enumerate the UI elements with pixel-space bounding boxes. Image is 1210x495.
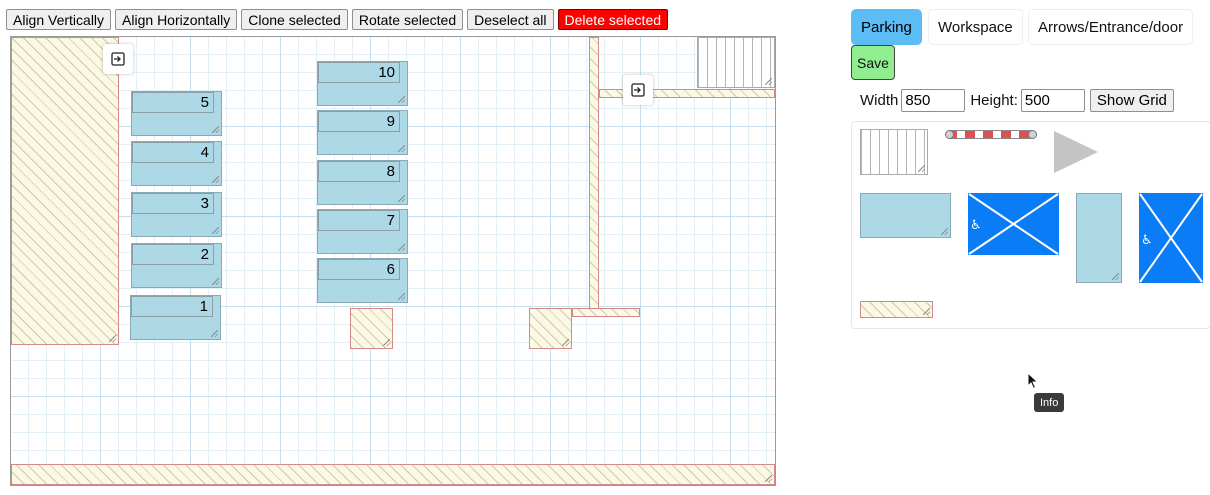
spot-number: 3 <box>132 193 214 214</box>
resize-handle[interactable] <box>765 78 772 85</box>
layout-canvas[interactable]: 5 4 3 2 1 10 9 8 7 6 <box>10 36 776 486</box>
parking-spot[interactable]: 9 <box>317 110 408 155</box>
save-button[interactable]: Save <box>851 45 895 80</box>
entrance-icon[interactable] <box>103 44 133 74</box>
resize-handle <box>941 228 948 235</box>
tab-arrows-entrance-door[interactable]: Arrows/Entrance/door <box>1028 9 1194 45</box>
palette-parking-spot-horizontal[interactable] <box>860 193 951 238</box>
resize-handle <box>918 165 925 172</box>
resize-handle[interactable] <box>562 339 569 346</box>
spot-number: 10 <box>318 62 400 83</box>
accessible-spot-icon: ♿ <box>1139 193 1203 283</box>
arrow-icon <box>1054 131 1098 173</box>
hatched-area[interactable] <box>529 308 572 349</box>
tooltip: Info <box>1034 393 1065 412</box>
delete-selected-button[interactable]: Delete selected <box>557 9 669 30</box>
wall-vertical[interactable] <box>589 37 599 309</box>
tab-workspace[interactable]: Workspace <box>928 9 1023 45</box>
palette-parking-stalls[interactable] <box>860 129 928 175</box>
resize-handle[interactable] <box>398 293 405 300</box>
hatched-area[interactable] <box>11 464 775 485</box>
resize-handle[interactable] <box>212 278 219 285</box>
resize-handle <box>923 308 930 315</box>
height-input[interactable] <box>1020 89 1085 112</box>
spot-number: 1 <box>131 296 213 317</box>
parking-spot[interactable]: 4 <box>131 141 222 186</box>
parking-spot[interactable]: 8 <box>317 160 408 205</box>
align-horizontally-button[interactable]: Align Horizontally <box>115 9 238 30</box>
spot-number: 9 <box>318 111 400 132</box>
resize-handle <box>1112 273 1119 280</box>
svg-text:♿: ♿ <box>970 218 982 233</box>
resize-handle[interactable] <box>212 126 219 133</box>
parking-spot[interactable]: 3 <box>131 192 222 237</box>
parking-spot[interactable]: 7 <box>317 209 408 254</box>
deselect-all-button[interactable]: Deselect all <box>467 9 554 30</box>
resize-handle[interactable] <box>398 145 405 152</box>
parking-spot[interactable]: 10 <box>317 61 408 106</box>
width-label: Width <box>860 92 899 109</box>
wall-horizontal[interactable] <box>572 308 640 317</box>
clone-selected-button[interactable]: Clone selected <box>241 9 348 30</box>
palette-accessible-spot-vertical[interactable]: ♿ <box>1139 193 1203 283</box>
resize-handle[interactable] <box>765 475 772 482</box>
parking-spot[interactable]: 2 <box>131 243 222 288</box>
parking-spot[interactable]: 1 <box>130 295 221 340</box>
parking-stalls[interactable] <box>697 37 775 88</box>
spot-number: 5 <box>132 92 214 113</box>
parking-spot[interactable]: 6 <box>317 258 408 303</box>
toolbar: Align Vertically Align Horizontally Clon… <box>6 9 669 30</box>
palette-barrier[interactable] <box>945 130 1037 139</box>
show-grid-button[interactable]: Show Grid <box>1089 89 1174 112</box>
wall-horizontal[interactable] <box>599 89 775 98</box>
height-label: Height: <box>970 92 1018 109</box>
resize-handle[interactable] <box>212 227 219 234</box>
spot-number: 6 <box>318 259 400 280</box>
spot-number: 2 <box>132 244 214 265</box>
palette-hatched-area[interactable] <box>860 301 933 318</box>
tab-parking[interactable]: Parking <box>851 9 922 45</box>
resize-handle[interactable] <box>109 335 116 342</box>
resize-handle[interactable] <box>398 195 405 202</box>
svg-text:♿: ♿ <box>1141 233 1153 248</box>
spot-number: 7 <box>318 210 400 231</box>
resize-handle[interactable] <box>211 330 218 337</box>
palette-accessible-spot-horizontal[interactable]: ♿ <box>968 193 1059 255</box>
spot-number: 4 <box>132 142 214 163</box>
resize-handle[interactable] <box>383 339 390 346</box>
palette-parking-spot-vertical[interactable] <box>1076 193 1122 283</box>
entrance-icon[interactable] <box>623 75 653 105</box>
rotate-selected-button[interactable]: Rotate selected <box>351 9 464 30</box>
hatched-area[interactable] <box>11 37 119 345</box>
resize-handle[interactable] <box>398 96 405 103</box>
resize-handle[interactable] <box>398 244 405 251</box>
dimensions-row: Width Height: Show Grid <box>860 89 1174 112</box>
parking-spot[interactable]: 5 <box>131 91 222 136</box>
accessible-spot-icon: ♿ <box>968 193 1059 255</box>
resize-handle[interactable] <box>212 176 219 183</box>
palette-arrow[interactable] <box>1052 129 1100 175</box>
hatched-area[interactable] <box>350 308 393 349</box>
mouse-cursor-icon <box>1027 372 1039 390</box>
spot-number: 8 <box>318 161 400 182</box>
width-input[interactable] <box>901 89 966 112</box>
align-vertically-button[interactable]: Align Vertically <box>6 9 112 30</box>
